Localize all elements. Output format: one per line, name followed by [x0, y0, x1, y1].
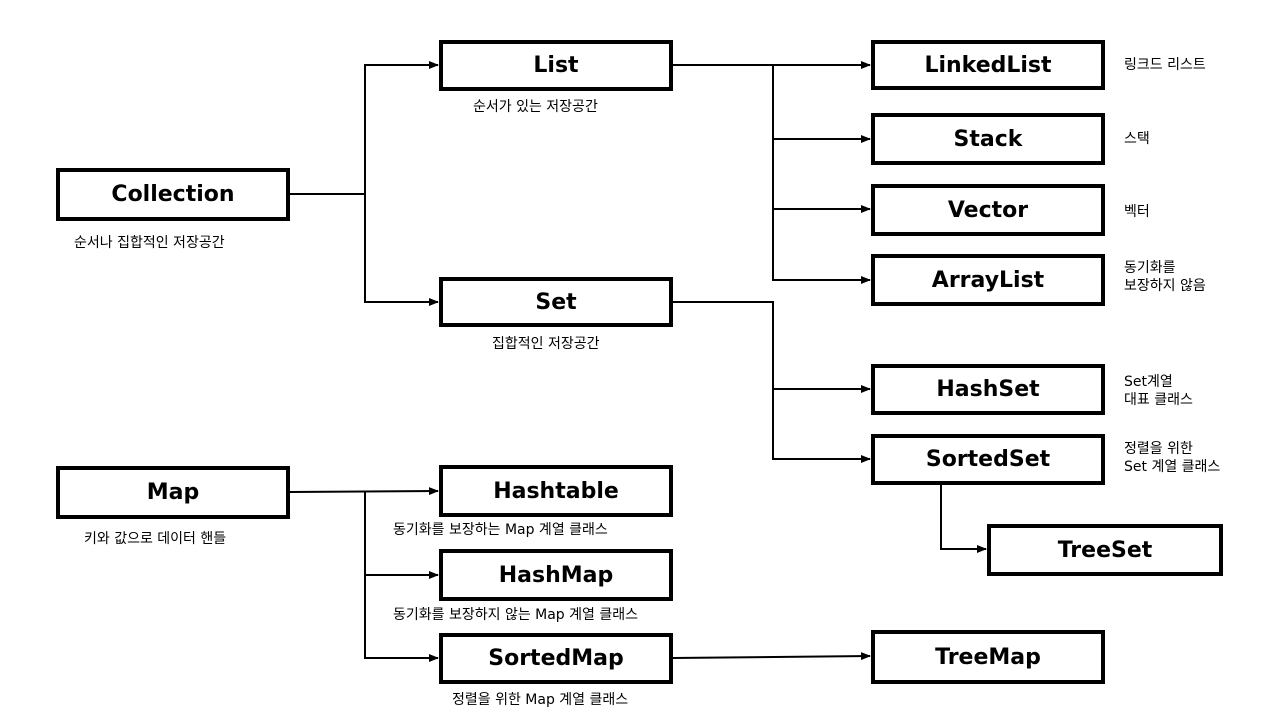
sortedmap-box: SortedMap: [439, 633, 673, 684]
linkedlist-label: LinkedList: [924, 52, 1052, 78]
sortedset-note-line-2: Set 계열 클래스: [1124, 459, 1221, 475]
vector-box: Vector: [871, 184, 1105, 236]
connector-list-arraylist: [772, 209, 871, 284]
collection-label: Collection: [111, 182, 235, 207]
stack-note: 스택: [1124, 131, 1150, 147]
set-box: Set: [439, 277, 673, 327]
set-caption: 집합적인 저장공간: [492, 336, 600, 352]
sortedset-note: 정렬을 위한 Set 계열 클래스: [1124, 440, 1220, 476]
vector-note: 벡터: [1124, 204, 1150, 220]
treemap-label: TreeMap: [935, 644, 1041, 670]
arraylist-note: 동기화를 보장하지 않음: [1124, 259, 1206, 295]
hashset-label: HashSet: [936, 377, 1040, 402]
hashset-note-line-1: Set계열: [1124, 374, 1173, 390]
connector-collection-set: [364, 194, 439, 306]
connector-set-hashset: [673, 301, 871, 393]
collection-caption: 순서나 집합적인 저장공간: [74, 235, 225, 251]
hashset-box: HashSet: [871, 364, 1105, 415]
connector-map-sortedmap: [364, 575, 439, 662]
arraylist-note-line-1: 동기화를: [1124, 260, 1176, 276]
sortedset-label: SortedSet: [925, 447, 1051, 472]
collection-box: Collection: [56, 168, 290, 221]
hashtable-label: Hashtable: [493, 478, 619, 504]
linkedlist-note: 링크드 리스트: [1124, 57, 1206, 73]
arraylist-box: ArrayList: [871, 254, 1105, 306]
hashmap-caption: 동기화를 보장하지 않는 Map 계열 클래스: [393, 607, 638, 623]
sortedmap-caption: 정렬을 위한 Map 계열 클래스: [452, 692, 629, 708]
sortedmap-label: SortedMap: [488, 646, 624, 671]
list-box: List: [439, 40, 673, 91]
treeset-label: TreeSet: [1057, 537, 1153, 563]
list-label: List: [533, 53, 579, 78]
hashtable-box: Hashtable: [439, 465, 673, 517]
arraylist-label: ArrayList: [931, 267, 1045, 293]
connector-list-vector: [772, 139, 871, 213]
vector-label: Vector: [947, 197, 1029, 223]
linkedlist-box: LinkedList: [871, 40, 1105, 90]
treemap-box: TreeMap: [871, 630, 1105, 684]
hashmap-label: HashMap: [498, 562, 614, 588]
connector-sortedmap-treemap: [672, 652, 871, 661]
arraylist-note-line-2: 보장하지 않음: [1124, 278, 1206, 294]
stack-label: Stack: [953, 126, 1023, 152]
hashset-note-line-2: 대표 클래스: [1124, 392, 1193, 408]
treeset-box: TreeSet: [987, 524, 1223, 576]
connector-collection-list: [290, 61, 439, 195]
connector-sortedset-treeset: [940, 484, 987, 553]
map-label: Map: [146, 480, 200, 505]
stack-box: Stack: [871, 113, 1105, 165]
map-caption: 키와 값으로 데이터 핸들: [84, 531, 227, 547]
set-label: Set: [535, 289, 577, 315]
list-caption: 순서가 있는 저장공간: [473, 99, 598, 115]
map-box: Map: [56, 466, 290, 519]
connector-set-sortedset: [772, 389, 871, 463]
connector-map-hashtable: [289, 487, 439, 496]
hashmap-box: HashMap: [439, 549, 673, 601]
connector-list-stack: [772, 65, 871, 143]
sortedset-box: SortedSet: [871, 434, 1105, 485]
hashtable-caption: 동기화를 보장하는 Map 계열 클래스: [393, 522, 608, 538]
hashset-note: Set계열 대표 클래스: [1124, 373, 1193, 409]
sortedset-note-line-1: 정렬을 위한: [1124, 441, 1193, 457]
